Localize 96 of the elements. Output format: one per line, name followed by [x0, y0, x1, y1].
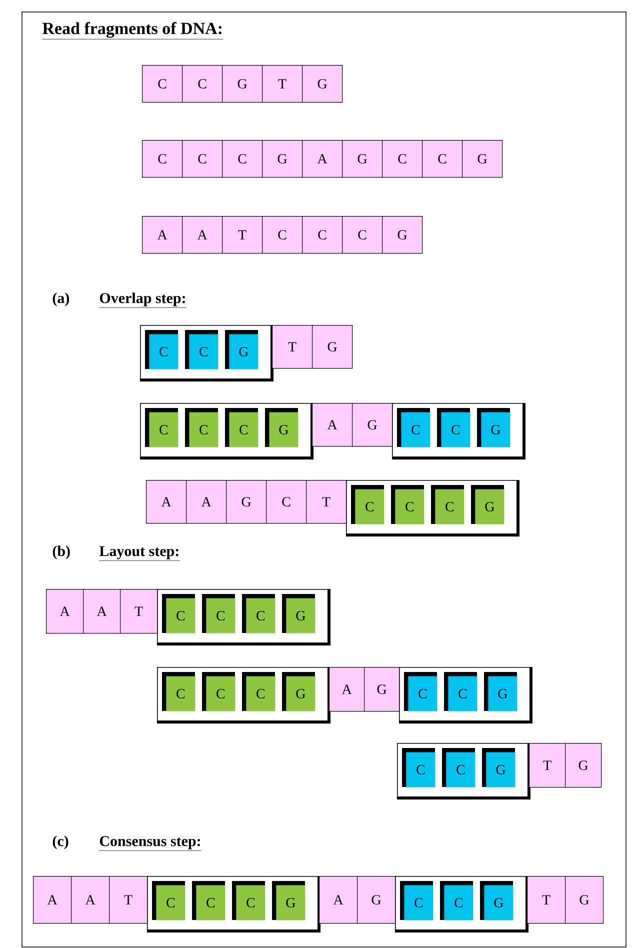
highlighted-cell: C	[145, 330, 178, 370]
step-letter: (a)	[52, 292, 70, 306]
letter-cell: C	[422, 140, 463, 178]
group-box	[397, 743, 530, 800]
highlighted-cell: G	[265, 408, 298, 448]
highlighted-cell: C	[192, 881, 226, 920]
highlighted-cell: C	[232, 881, 266, 920]
letter-cell: T	[222, 216, 263, 254]
highlighted-cell: C	[351, 485, 384, 524]
heading: Read fragments of DNA:	[42, 22, 224, 40]
letter-cell: T	[527, 876, 566, 924]
highlighted-cell: C	[162, 594, 196, 634]
letter-cell: A	[46, 589, 84, 634]
letter-cell: A	[329, 667, 365, 712]
highlighted-cell: C	[397, 408, 430, 448]
letter-cell: G	[262, 140, 303, 178]
highlighted-cell: G	[282, 672, 316, 712]
highlighted-cell: C	[437, 408, 470, 448]
letter-cell: C	[222, 140, 263, 178]
letter-cell: C	[262, 216, 303, 254]
highlighted-cell: C	[431, 485, 464, 524]
letter-cell: G	[364, 667, 400, 712]
letter-cell: G	[302, 65, 343, 103]
highlighted-cell: G	[482, 748, 516, 788]
group-box	[399, 667, 532, 724]
heading: Layout step:	[99, 546, 180, 561]
step-letter: (c)	[52, 836, 68, 850]
letter-cell: C	[382, 140, 423, 178]
highlighted-cell: C	[440, 881, 474, 920]
highlighted-cell: C	[402, 748, 436, 788]
letter-cell: T	[109, 876, 148, 924]
letter-cell: A	[142, 216, 183, 254]
letter-cell: A	[186, 480, 227, 524]
letter-cell: A	[71, 876, 110, 924]
group-box	[147, 876, 320, 932]
letter-cell: C	[302, 216, 343, 254]
group-box	[346, 480, 520, 536]
letter-cell: T	[529, 743, 566, 788]
highlighted-cell: C	[404, 672, 438, 712]
letter-cell: A	[182, 216, 223, 254]
letter-cell: A	[146, 480, 187, 524]
highlighted-cell: C	[242, 672, 276, 712]
group-box	[157, 667, 330, 724]
letter-cell: A	[83, 589, 121, 634]
letter-cell: A	[302, 140, 343, 178]
letter-cell: A	[33, 876, 72, 924]
letter-cell: C	[266, 480, 307, 524]
highlighted-cell: C	[145, 408, 178, 448]
highlighted-cell: C	[185, 330, 218, 370]
highlighted-cell: C	[162, 672, 196, 712]
letter-cell: G	[342, 140, 383, 178]
letter-cell: G	[226, 480, 267, 524]
group-box	[140, 325, 274, 382]
letter-cell: T	[306, 480, 347, 524]
highlighted-cell: G	[272, 881, 306, 920]
letter-cell: G	[565, 876, 604, 924]
letter-cell: C	[342, 216, 383, 254]
highlighted-cell: C	[152, 881, 186, 920]
letter-cell: T	[262, 65, 303, 103]
group-box	[157, 589, 330, 646]
group-box	[392, 403, 526, 460]
highlighted-cell: C	[202, 672, 236, 712]
letter-cell: C	[142, 65, 183, 103]
letter-cell: A	[312, 403, 353, 447]
highlighted-cell: C	[225, 408, 258, 448]
highlighted-cell: C	[202, 594, 236, 634]
highlighted-cell: G	[477, 408, 510, 448]
letter-cell: G	[222, 65, 263, 103]
letter-cell: C	[182, 140, 223, 178]
highlighted-cell: C	[242, 594, 276, 634]
heading: Consensus step:	[99, 836, 202, 851]
letter-cell: G	[462, 140, 503, 178]
letter-cell: A	[319, 876, 358, 924]
letter-cell: C	[142, 140, 183, 178]
highlighted-cell: C	[391, 485, 424, 524]
letter-cell: G	[312, 325, 353, 369]
letter-cell: C	[182, 65, 223, 103]
highlighted-cell: G	[471, 485, 504, 524]
highlighted-cell: G	[480, 881, 514, 920]
highlighted-cell: C	[442, 748, 476, 788]
letter-cell: T	[272, 325, 313, 369]
highlighted-cell: C	[444, 672, 478, 712]
step-letter: (b)	[52, 546, 70, 560]
heading: Overlap step:	[99, 292, 186, 308]
highlighted-cell: G	[484, 672, 518, 712]
letter-cell: G	[382, 216, 423, 254]
group-box	[395, 876, 528, 932]
highlighted-cell: C	[400, 881, 434, 920]
highlighted-cell: G	[282, 594, 316, 634]
letter-cell: G	[565, 743, 602, 788]
group-box	[140, 403, 314, 460]
letter-cell: T	[120, 589, 158, 634]
highlighted-cell: C	[185, 408, 218, 448]
letter-cell: G	[357, 876, 396, 924]
highlighted-cell: G	[225, 330, 258, 370]
letter-cell: G	[352, 403, 393, 447]
